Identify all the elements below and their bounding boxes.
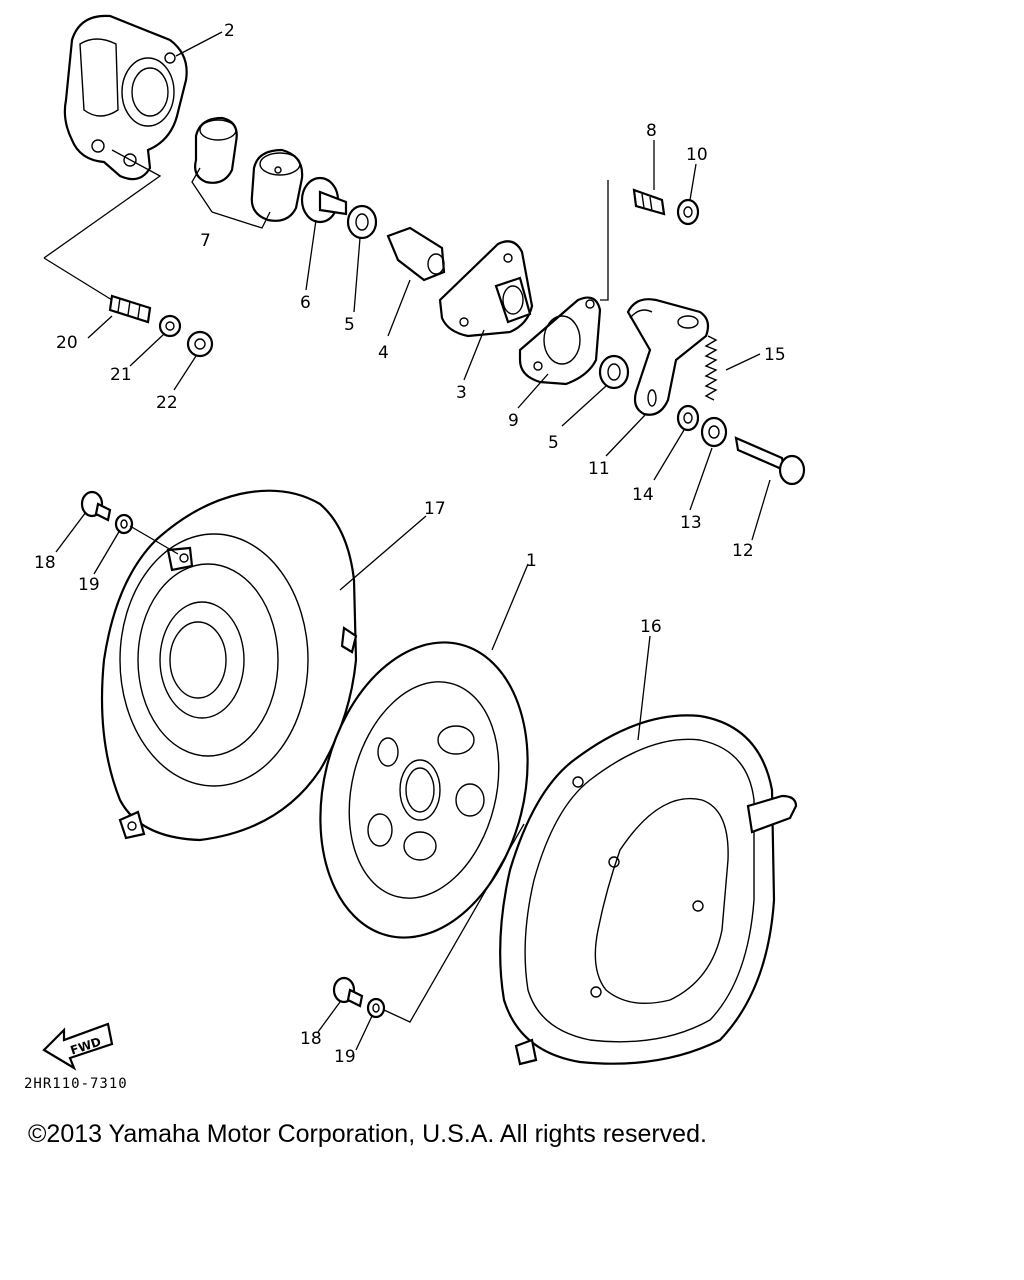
part-6-pad — [300, 176, 348, 224]
leader-lines — [43, 31, 771, 1051]
callout-15: 15 — [764, 345, 786, 365]
callout-19-upper: 19 — [78, 575, 100, 595]
forward-arrow-icon: FWD — [42, 1022, 114, 1071]
callout-1: 1 — [526, 551, 537, 571]
part-17-rear-cover — [100, 489, 358, 842]
part-16-front-cover — [499, 714, 798, 1066]
callout-6: 6 — [300, 293, 311, 313]
callout-20: 20 — [56, 333, 78, 353]
callout-14: 14 — [632, 485, 654, 505]
callout-2: 2 — [224, 21, 235, 41]
part-14-washer — [676, 404, 700, 432]
part-15-spring — [704, 335, 718, 401]
callout-17: 17 — [424, 499, 446, 519]
part-8-stud-bolt — [632, 188, 666, 216]
part-5-seal-lower — [598, 354, 630, 390]
callout-12: 12 — [732, 541, 754, 561]
callout-10: 10 — [686, 145, 708, 165]
exploded-parts-diagram: FWD 2 7 6 — [34, 14, 806, 1071]
callout-8: 8 — [646, 121, 657, 141]
diagram-code: 2HR110-7310 — [24, 1076, 128, 1092]
callout-18-lower: 18 — [300, 1029, 322, 1049]
callout-22: 22 — [156, 393, 178, 413]
part-3-housing — [438, 240, 534, 338]
part-12-bolt — [734, 436, 806, 486]
copyright-notice: ©2013 Yamaha Motor Corporation, U.S.A. A… — [28, 1120, 707, 1148]
part-4-shaft — [386, 226, 446, 282]
part-22-nut — [186, 330, 214, 358]
callout-7: 7 — [200, 231, 211, 251]
part-21-washer — [158, 314, 182, 338]
part-20-stud — [108, 294, 152, 324]
part-10-nut — [676, 198, 700, 226]
part-18-bolt-lower — [332, 976, 364, 1008]
callout-5-upper: 5 — [344, 315, 355, 335]
callout-3: 3 — [456, 383, 467, 403]
callout-21: 21 — [110, 365, 132, 385]
part-11-lever-arm — [626, 298, 710, 416]
callout-13: 13 — [680, 513, 702, 533]
callout-5-lower: 5 — [548, 433, 559, 453]
part-19-washer-lower — [366, 997, 386, 1019]
callout-16: 16 — [640, 617, 662, 637]
part-18-bolt-upper — [80, 490, 112, 522]
callout-19-lower: 19 — [334, 1047, 356, 1067]
part-9-gasket — [518, 296, 602, 386]
part-5-seal-upper — [346, 204, 378, 240]
callout-11: 11 — [588, 459, 610, 479]
callout-18-upper: 18 — [34, 553, 56, 573]
callout-9: 9 — [508, 411, 519, 431]
part-1-brake-disc — [319, 641, 529, 939]
part-2-caliper-bracket — [63, 14, 188, 181]
part-13-collar — [700, 416, 728, 448]
callout-numbers: 2 7 6 5 4 3 9 5 8 10 11 15 14 13 12 20 2… — [34, 21, 786, 1067]
part-7-pistons — [194, 116, 304, 222]
part-19-washer-upper — [114, 513, 134, 535]
callout-4: 4 — [378, 343, 389, 363]
